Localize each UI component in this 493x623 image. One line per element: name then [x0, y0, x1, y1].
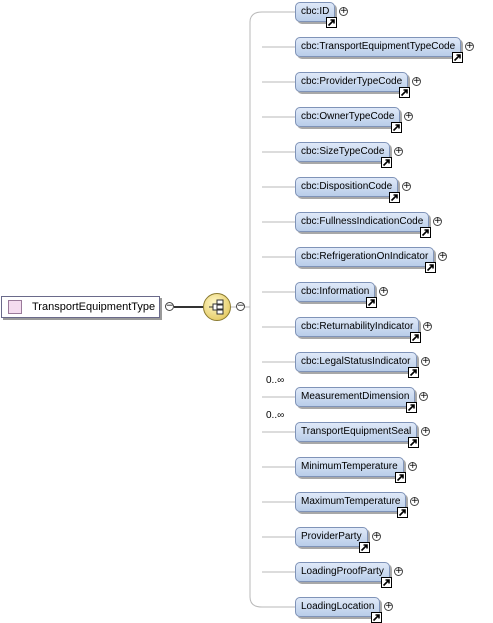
element-label: cbc:ReturnabilityIndicator: [301, 321, 414, 332]
expand-toggle-icon[interactable]: +: [410, 496, 419, 506]
reference-arrow-icon: [397, 507, 408, 518]
reference-arrow-icon: [406, 402, 417, 413]
element-box[interactable]: cbc:LegalStatusIndicator: [295, 352, 417, 372]
element-label: cbc:SizeTypeCode: [301, 146, 385, 157]
element-label: MaximumTemperature: [301, 496, 401, 507]
cardinality-label: 0..∞: [266, 410, 285, 421]
element-box[interactable]: MinimumTemperature: [295, 457, 404, 477]
complex-type-icon: [8, 300, 22, 314]
expand-toggle-icon[interactable]: +: [421, 426, 430, 436]
reference-arrow-icon: [399, 87, 410, 98]
reference-arrow-icon: [391, 122, 402, 133]
element-label: LoadingLocation: [301, 601, 375, 612]
element-label: cbc:RefrigerationOnIndicator: [301, 251, 429, 262]
reference-arrow-icon: [381, 577, 392, 588]
reference-arrow-icon: [408, 367, 419, 378]
expand-toggle-icon[interactable]: +: [404, 111, 413, 121]
expand-toggle-icon[interactable]: +: [421, 356, 430, 366]
reference-arrow-icon: [452, 52, 463, 63]
element-label: cbc:FullnessIndicationCode: [301, 216, 424, 227]
expand-toggle-icon[interactable]: +: [394, 566, 403, 576]
element-box[interactable]: cbc:FullnessIndicationCode: [295, 212, 430, 232]
sequence-icon[interactable]: [203, 293, 231, 321]
element-label: TransportEquipmentSeal: [301, 426, 412, 437]
cardinality-label: 0..∞: [266, 375, 285, 386]
expand-toggle-icon[interactable]: +: [423, 321, 432, 331]
element-box[interactable]: cbc:RefrigerationOnIndicator: [295, 247, 435, 267]
element-label: cbc:DispositionCode: [301, 181, 393, 192]
expand-toggle-icon[interactable]: +: [412, 76, 421, 86]
element-label: MinimumTemperature: [301, 461, 398, 472]
element-box[interactable]: cbc:ProviderTypeCode: [295, 72, 409, 92]
root-type-box[interactable]: TransportEquipmentType: [1, 296, 160, 318]
element-box[interactable]: ProviderParty: [295, 527, 368, 547]
root-type-label: TransportEquipmentType: [32, 301, 156, 313]
element-label: cbc:Information: [301, 286, 370, 297]
reference-arrow-icon: [371, 612, 382, 623]
expand-toggle-icon[interactable]: +: [433, 216, 442, 226]
element-box[interactable]: LoadingLocation: [295, 597, 381, 617]
element-box[interactable]: MaximumTemperature: [295, 492, 407, 512]
reference-arrow-icon: [366, 297, 377, 308]
reference-arrow-icon: [395, 472, 406, 483]
expand-toggle-icon[interactable]: +: [419, 391, 428, 401]
element-label: cbc:LegalStatusIndicator: [301, 356, 411, 367]
element-box[interactable]: cbc:Information: [295, 282, 376, 302]
reference-arrow-icon: [326, 17, 337, 28]
sequence-spine: [249, 11, 263, 608]
element-label: cbc:ProviderTypeCode: [301, 76, 403, 87]
expand-toggle-icon[interactable]: +: [372, 531, 381, 541]
expand-toggle-icon[interactable]: +: [402, 181, 411, 191]
element-label: ProviderParty: [301, 531, 362, 542]
expand-toggle-icon[interactable]: +: [394, 146, 403, 156]
expand-toggle-icon[interactable]: +: [384, 601, 393, 611]
sequence-collapse-toggle-icon[interactable]: −: [236, 301, 245, 311]
element-box[interactable]: cbc:SizeTypeCode: [295, 142, 391, 162]
element-box[interactable]: cbc:OwnerTypeCode: [295, 107, 401, 127]
element-box[interactable]: cbc:ID: [295, 2, 336, 22]
reference-arrow-icon: [408, 437, 419, 448]
reference-arrow-icon: [410, 332, 421, 343]
connectors: [174, 11, 295, 608]
element-box[interactable]: TransportEquipmentSeal: [295, 422, 418, 442]
element-label: cbc:OwnerTypeCode: [301, 111, 395, 122]
element-label: LoadingProofParty: [301, 566, 384, 577]
reference-arrow-icon: [389, 192, 400, 203]
expand-toggle-icon[interactable]: +: [438, 251, 447, 261]
element-label: MeasurementDimension: [301, 391, 410, 402]
element-box[interactable]: cbc:ReturnabilityIndicator: [295, 317, 420, 337]
element-box[interactable]: MeasurementDimension: [295, 387, 416, 407]
element-box[interactable]: cbc:TransportEquipmentTypeCode: [295, 37, 462, 57]
element-box[interactable]: LoadingProofParty: [295, 562, 390, 582]
expand-toggle-icon[interactable]: +: [379, 286, 388, 296]
reference-arrow-icon: [381, 157, 392, 168]
expand-toggle-icon[interactable]: +: [339, 6, 348, 16]
element-label: cbc:TransportEquipmentTypeCode: [301, 41, 456, 52]
element-label: cbc:ID: [301, 6, 330, 17]
element-box[interactable]: cbc:DispositionCode: [295, 177, 399, 197]
expand-toggle-icon[interactable]: +: [408, 461, 417, 471]
reference-arrow-icon: [420, 227, 431, 238]
root-collapse-toggle-icon[interactable]: −: [165, 301, 174, 311]
reference-arrow-icon: [359, 542, 370, 553]
reference-arrow-icon: [425, 262, 436, 273]
expand-toggle-icon[interactable]: +: [465, 41, 474, 51]
